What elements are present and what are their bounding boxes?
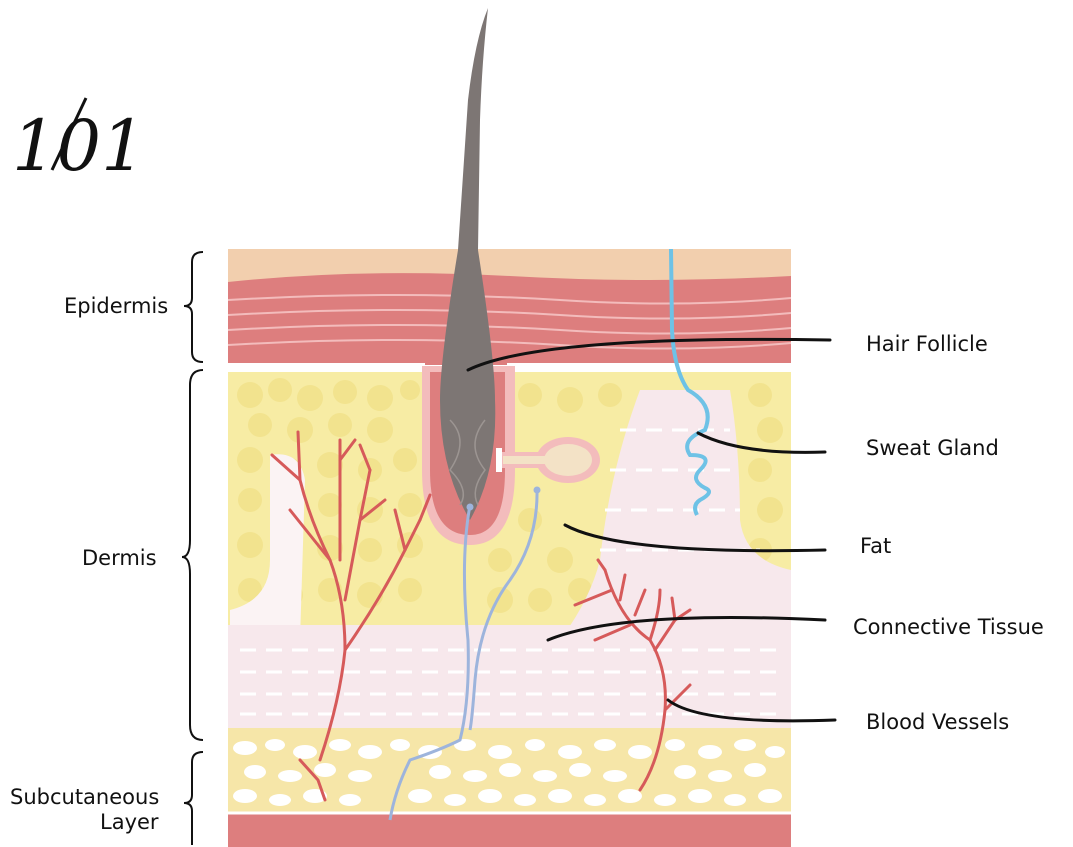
sebaceous-duct-cap <box>496 448 502 472</box>
label-connective-tissue: Connective Tissue <box>853 615 1044 639</box>
label-epidermis: Epidermis <box>64 294 168 318</box>
logo-text: 101 <box>12 105 146 187</box>
layer-brackets <box>182 252 203 845</box>
label-subcutaneous-line2: Layer <box>100 810 159 834</box>
epidermis-band <box>228 273 791 365</box>
nerve-ending-left <box>467 504 474 511</box>
label-sweat-gland: Sweat Gland <box>866 436 999 460</box>
label-subcutaneous-line1: Subcutaneous <box>10 785 159 809</box>
bracket-dermis <box>182 370 203 740</box>
label-dermis: Dermis <box>82 546 157 570</box>
bracket-epidermis <box>184 252 203 362</box>
label-blood-vessels: Blood Vessels <box>866 710 1009 734</box>
sebaceous-duct-lumen <box>503 456 553 464</box>
label-fat: Fat <box>860 534 891 558</box>
bracket-subcutaneous <box>184 752 203 845</box>
nerve-ending-right <box>534 487 541 494</box>
logo-101: 101 <box>12 98 146 187</box>
muscle-layer <box>228 812 791 847</box>
label-hair-follicle: Hair Follicle <box>866 332 988 356</box>
